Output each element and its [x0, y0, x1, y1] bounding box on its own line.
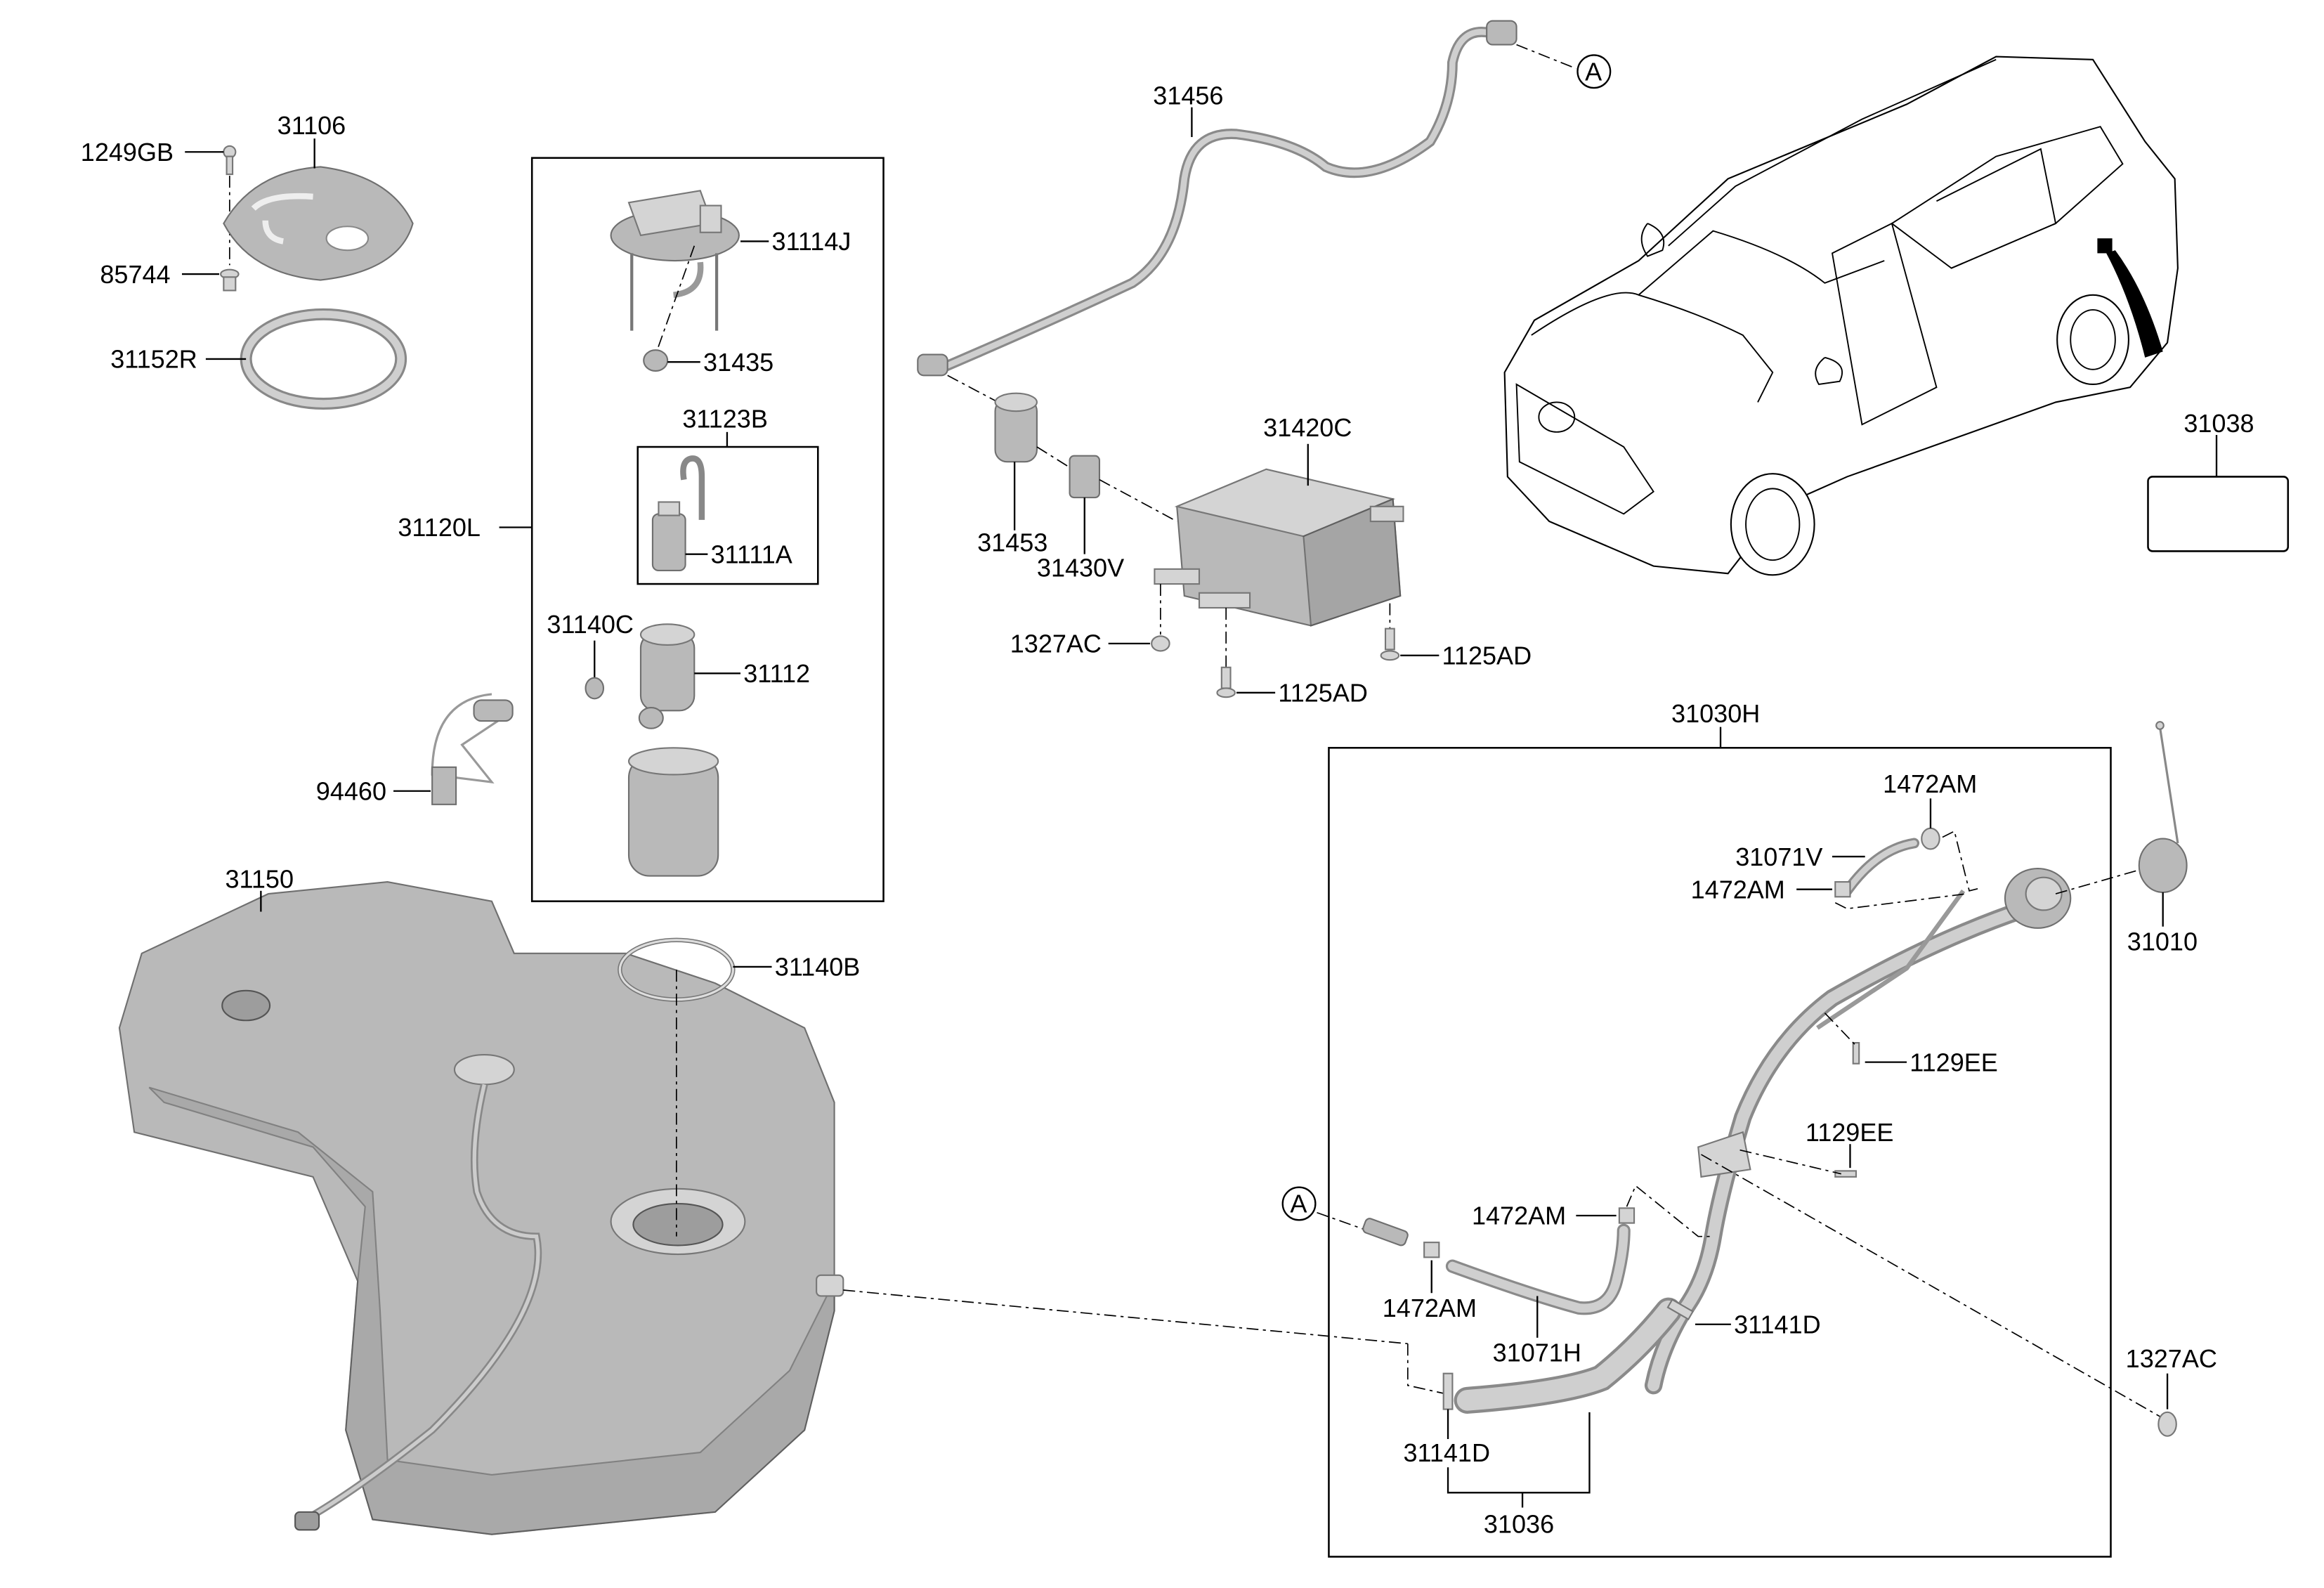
assembly-line-clamp-low [1626, 1185, 1713, 1237]
label-1327AC-canister[interactable]: 1327AC [1010, 630, 1102, 658]
label-31140C[interactable]: 31140C [547, 610, 634, 639]
label-31114J[interactable]: 31114J [772, 227, 851, 256]
group-box-31123B [637, 445, 819, 585]
assembly-line-filter-valve [1036, 446, 1073, 470]
assembly-line-marker-top [1516, 44, 1576, 70]
label-31141D-right[interactable]: 31141D [1734, 1310, 1821, 1339]
part-31453-filter[interactable] [994, 392, 1038, 463]
part-31430V-valve[interactable] [1069, 455, 1101, 499]
label-31120L[interactable]: 31120L [398, 513, 481, 542]
label-85744[interactable]: 85744 [100, 260, 170, 289]
assembly-line-sender [655, 245, 696, 355]
assembly-line-hose-filter [947, 375, 999, 403]
group-box-31120L [530, 157, 884, 902]
label-31111A[interactable]: 31111A [711, 540, 792, 568]
part-31038-label-box[interactable] [2147, 476, 2290, 552]
part-31112-pump-module[interactable] [638, 623, 696, 729]
part-1327AC-nut-filler[interactable] [2157, 1411, 2177, 1437]
part-94460-sender[interactable] [431, 693, 514, 805]
label-1249GB[interactable]: 1249GB [81, 138, 174, 167]
part-1472AM-clamp-bottom[interactable] [1423, 1242, 1440, 1258]
label-31010[interactable]: 31010 [2127, 928, 2198, 956]
assembly-line-nut-filler [1701, 1154, 2164, 1419]
part-1472AM-clamp-top[interactable] [1921, 827, 1940, 850]
part-1472AM-clamp-low[interactable] [1618, 1207, 1636, 1224]
label-31123B[interactable]: 31123B [682, 404, 768, 433]
part-31152R-lock-ring[interactable] [240, 308, 407, 410]
part-85744-grommet[interactable] [220, 268, 240, 292]
label-31453[interactable]: 31453 [977, 528, 1047, 557]
label-94460[interactable]: 94460 [316, 776, 386, 805]
label-1129EE-a[interactable]: 1129EE [1910, 1048, 1998, 1076]
assembly-line-clamp-mid [1834, 893, 1966, 910]
part-31150-fuel-tank[interactable] [118, 881, 844, 1535]
label-1472AM-bottom[interactable]: 1472AM [1383, 1294, 1477, 1322]
label-1125AD-b[interactable]: 1125AD [1278, 679, 1368, 708]
part-31140C-filter[interactable] [585, 677, 605, 700]
group-box-31030H [1328, 747, 2112, 1558]
assembly-line-valve-canister [1099, 479, 1177, 522]
label-31038[interactable]: 31038 [2183, 409, 2254, 438]
part-31010-fuel-cap[interactable] [2138, 721, 2188, 893]
bracket-31036 [1447, 1412, 1591, 1494]
part-31071V-hose[interactable] [1841, 838, 1920, 897]
label-1472AM-mid[interactable]: 1472AM [1691, 875, 1785, 904]
part-31071H-hose[interactable] [1445, 1223, 1631, 1315]
part-31420C-canister[interactable] [1154, 468, 1404, 627]
reference-marker-a-top-text: A [1585, 57, 1602, 86]
part-31456-vapor-hose[interactable] [917, 20, 1517, 377]
fuel-door-pointer [2106, 250, 2163, 358]
part-1125AD-bolt-a[interactable] [1380, 627, 1400, 661]
assembly-line-bolt-1129EE-a [1824, 1013, 1857, 1046]
part-connector[interactable] [1362, 1217, 1409, 1247]
assembly-line-cap [2055, 869, 2140, 894]
label-31150[interactable]: 31150 [225, 865, 294, 894]
label-31036[interactable]: 31036 [1484, 1510, 1554, 1539]
part-1472AM-clamp-mid[interactable] [1834, 881, 1851, 898]
label-1129EE-b[interactable]: 1129EE [1806, 1118, 1894, 1147]
assembly-line-clamp-top [1942, 830, 1982, 892]
label-31430V[interactable]: 31430V [1037, 553, 1124, 582]
part-31141D-clamp-right[interactable] [1666, 1299, 1695, 1320]
label-1472AM-low[interactable]: 1472AM [1472, 1202, 1566, 1230]
label-1472AM-top[interactable]: 1472AM [1883, 769, 1977, 798]
assembly-line-tank-filler [843, 1289, 1408, 1345]
part-31036-filler-hose[interactable] [1454, 1297, 1682, 1414]
part-reservoir-cup[interactable] [627, 747, 719, 877]
assembly-line-tank-filler-2 [1406, 1343, 1449, 1395]
label-31141D-left[interactable]: 31141D [1403, 1438, 1490, 1467]
part-1327AC-nut[interactable] [1151, 635, 1170, 652]
reference-marker-a-bottom[interactable]: A [1281, 1186, 1317, 1221]
label-31071H[interactable]: 31071H [1493, 1339, 1581, 1367]
vehicle-illustration [1503, 56, 2179, 576]
label-31456[interactable]: 31456 [1153, 81, 1223, 110]
part-31111A-fuel-pump[interactable] [651, 455, 705, 572]
label-31420C[interactable]: 31420C [1263, 413, 1352, 442]
label-31152R[interactable]: 31152R [110, 345, 197, 374]
assembly-line-bolt-1129EE-b [1739, 1149, 1841, 1175]
reference-marker-a-top[interactable]: A [1576, 54, 1612, 89]
part-31435-sender[interactable] [643, 349, 669, 372]
part-1129EE-bolt-b[interactable] [1834, 1170, 1858, 1178]
part-1129EE-bolt-a[interactable] [1852, 1041, 1860, 1065]
part-1125AD-bolt-b[interactable] [1216, 666, 1236, 698]
label-31030H[interactable]: 31030H [1671, 699, 1760, 728]
part-31114J-pump-flange[interactable] [610, 190, 740, 331]
reference-marker-a-bottom-text: A [1290, 1190, 1307, 1218]
label-1327AC-filler[interactable]: 1327AC [2126, 1344, 2217, 1373]
label-1125AD-a[interactable]: 1125AD [1442, 642, 1532, 670]
label-31071V[interactable]: 31071V [1735, 842, 1822, 871]
label-31112[interactable]: 31112 [743, 659, 810, 688]
part-31106-cover-plate[interactable] [223, 166, 414, 281]
part-31141D-clamp-left[interactable] [1442, 1372, 1454, 1410]
part-1249GB-screw[interactable] [223, 145, 237, 176]
assembly-line-marker-bottom [1317, 1211, 1364, 1230]
label-31140B[interactable]: 31140B [775, 953, 861, 982]
label-31106[interactable]: 31106 [278, 111, 346, 140]
label-31435[interactable]: 31435 [703, 348, 773, 377]
